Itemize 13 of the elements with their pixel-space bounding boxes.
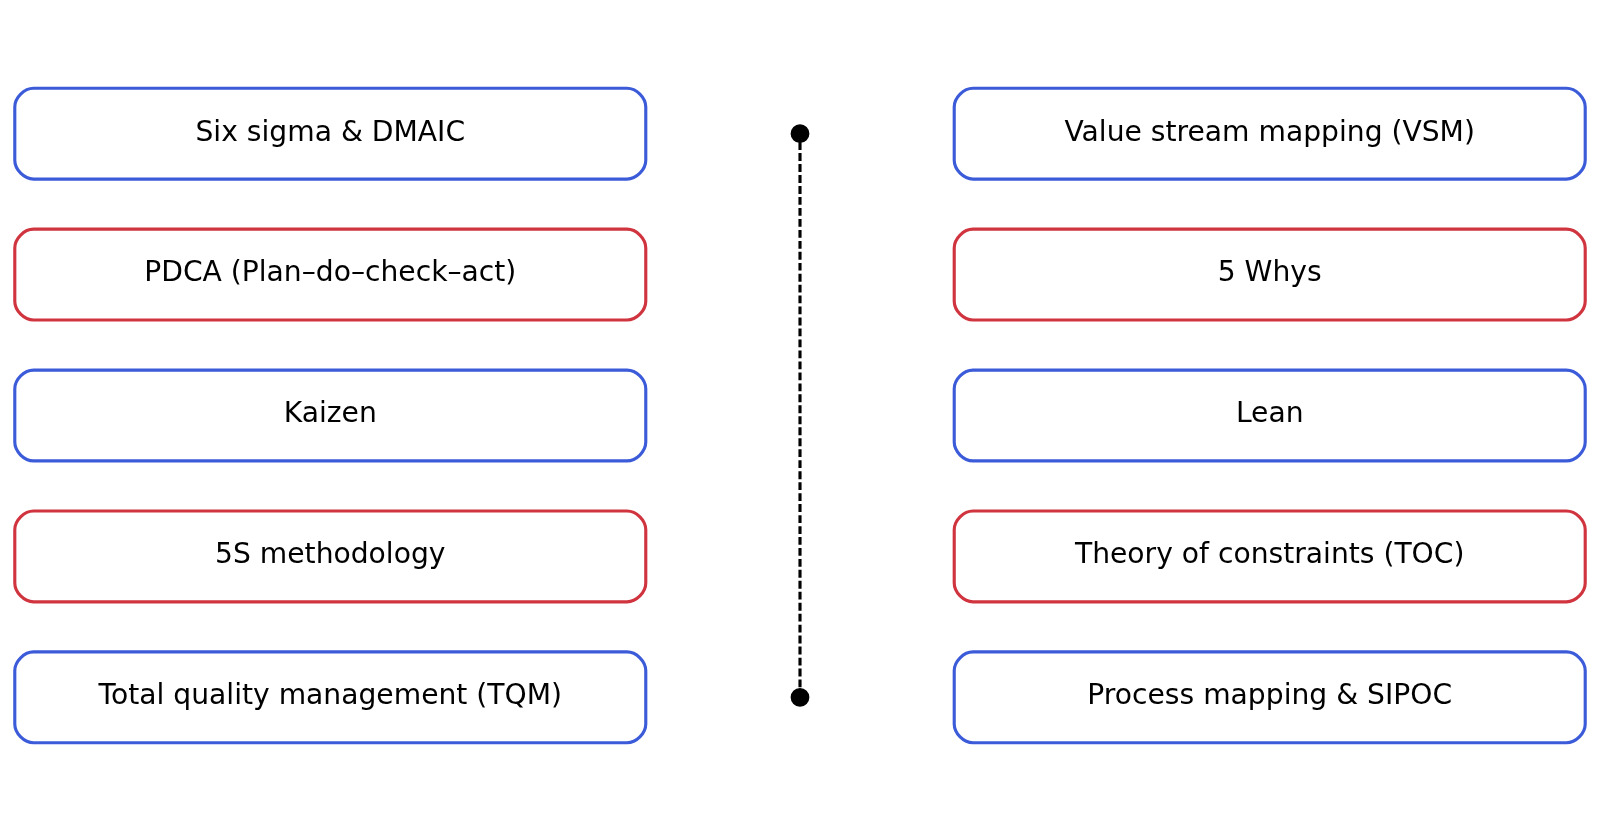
node-circle (790, 124, 810, 144)
node-box: 5 Whys (952, 227, 1587, 322)
node-box: 5S methodology (13, 509, 648, 604)
node-box: Lean (952, 368, 1587, 463)
node-box: Value stream mapping (VSM) (952, 86, 1587, 181)
connector (798, 142, 802, 689)
node-box: Kaizen (13, 368, 648, 463)
node-box: Process mapping & SIPOC (952, 650, 1587, 745)
node-box: Six sigma & DMAIC (13, 86, 648, 181)
node-box: Total quality management (TQM) (13, 650, 648, 745)
node-circle (790, 687, 810, 707)
node-box: PDCA (Plan–do–check–act) (13, 227, 648, 322)
node-box: Theory of constraints (TOC) (952, 509, 1587, 604)
